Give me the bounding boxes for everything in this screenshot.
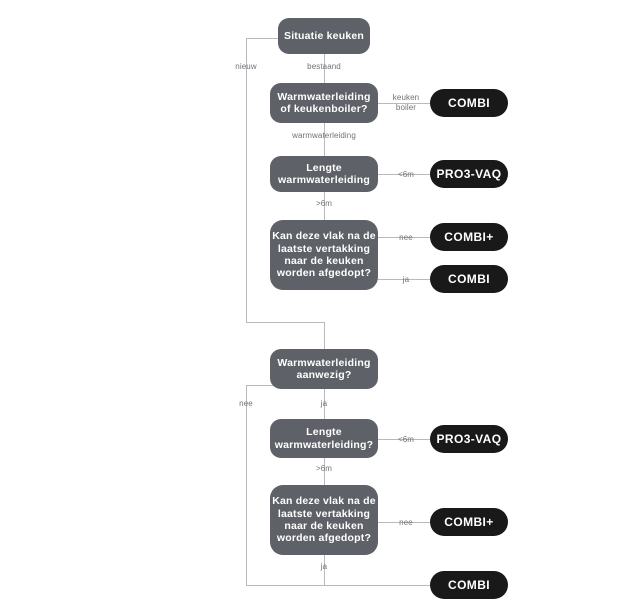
edge-label-ja-3: ja — [320, 562, 328, 571]
connector-q1-to-combi — [378, 103, 430, 104]
edge-label-gt6m-2: >6m — [315, 464, 333, 473]
connector-q6-ja-vertical — [324, 555, 325, 585]
connector-nieuw-into-q4 — [324, 322, 325, 349]
connector-q3-to-combi — [378, 279, 430, 280]
connector-start-nieuw-horizontal — [246, 38, 280, 39]
connector-q1-to-q2 — [324, 123, 325, 156]
edge-label-nee-3: nee — [399, 518, 413, 527]
result-pro3vaq-2[interactable]: PRO3-VAQ — [430, 425, 508, 453]
connector-bottom-rail-to-combi — [246, 585, 430, 586]
connector-q4-nee-vertical — [246, 385, 247, 585]
edge-label-nieuw: nieuw — [235, 62, 257, 71]
node-situatie-keuken[interactable]: Situatie keuken — [278, 18, 370, 54]
edge-label-warmwaterleiding: warmwaterleiding — [292, 131, 356, 140]
edge-label-ja-2: ja — [320, 399, 328, 408]
edge-label-bestaand: bestaand — [307, 62, 341, 71]
edge-label-lt6m-2: <6m — [397, 435, 415, 444]
result-combi-keukenboiler[interactable]: COMBI — [430, 89, 508, 117]
connector-q4-to-q5 — [324, 389, 325, 419]
connector-nieuw-to-flow2 — [246, 322, 324, 323]
connector-nieuw-vertical — [246, 38, 247, 322]
result-combi-afgedopt-1[interactable]: COMBI — [430, 265, 508, 293]
result-combi-bottom[interactable]: COMBI — [430, 571, 508, 599]
connector-q5-to-pro3vaq — [378, 439, 430, 440]
result-pro3vaq-1[interactable]: PRO3-VAQ — [430, 160, 508, 188]
connector-q4-nee-horizontal — [246, 385, 280, 386]
result-combiplus-2[interactable]: COMBI+ — [430, 508, 508, 536]
edge-label-lt6m-1: <6m — [397, 170, 415, 179]
connector-q2-to-pro3vaq — [378, 174, 430, 175]
edge-label-gt6m-1: >6m — [315, 199, 333, 208]
connector-start-to-q1 — [324, 54, 325, 83]
edge-label-ja-1: ja — [402, 275, 410, 284]
connector-q2-to-q3 — [324, 192, 325, 220]
connector-q3-to-combiplus — [378, 237, 430, 238]
edge-label-nee-2: nee — [239, 399, 253, 408]
connector-q6-to-combiplus — [378, 522, 430, 523]
edge-label-nee-1: nee — [399, 233, 413, 242]
result-combiplus-1[interactable]: COMBI+ — [430, 223, 508, 251]
connector-q5-to-q6 — [324, 458, 325, 485]
